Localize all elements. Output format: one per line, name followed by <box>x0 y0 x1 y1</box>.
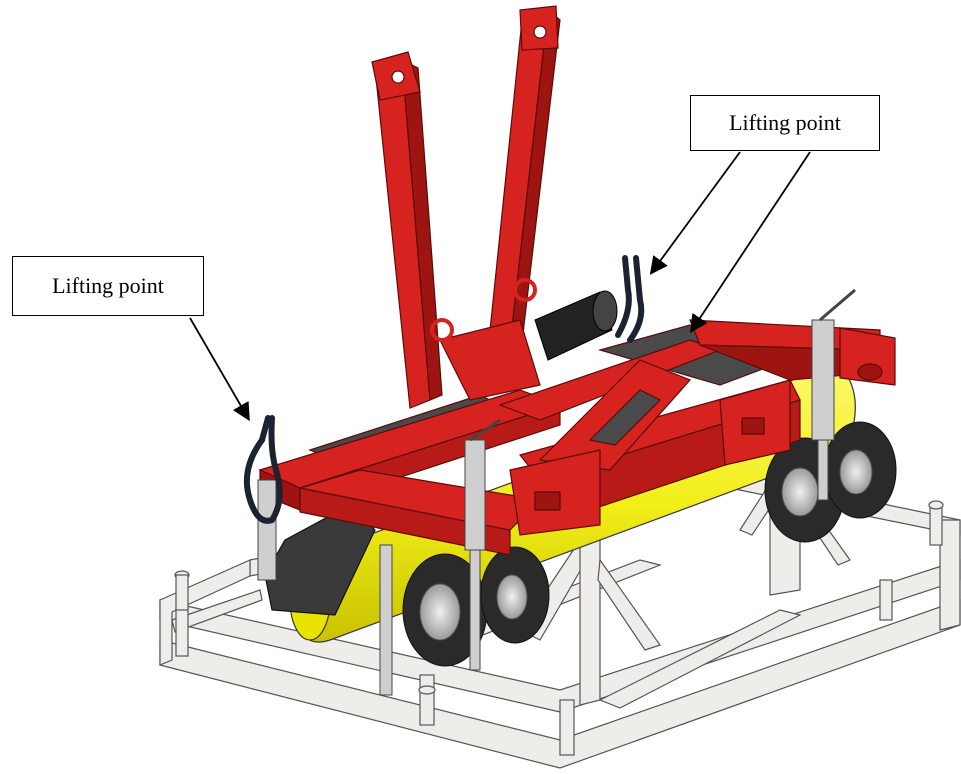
lifting-straps <box>243 255 645 524</box>
callout-lifting-point-right: Lifting point <box>690 95 880 151</box>
jack-stands <box>257 288 856 696</box>
callout-lifting-point-left: Lifting point <box>12 256 204 316</box>
front-wheels <box>402 546 550 667</box>
callout-arrows <box>189 151 811 422</box>
lifting-arms <box>371 5 561 409</box>
motor <box>534 290 618 361</box>
